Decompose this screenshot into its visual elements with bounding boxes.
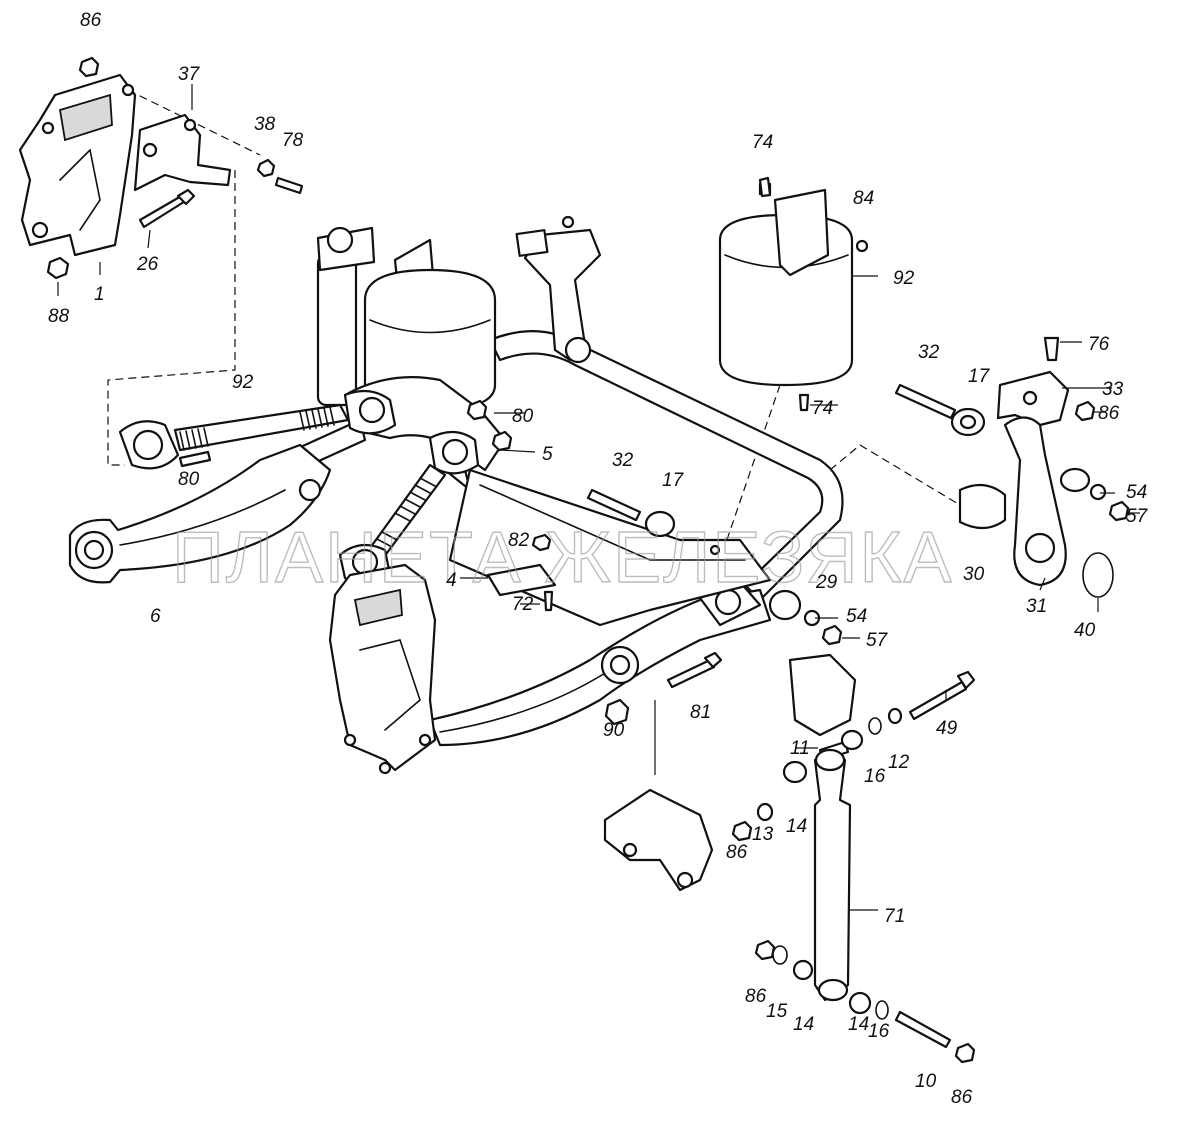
callout-label: 40 xyxy=(1074,620,1096,641)
callout-label: 37 xyxy=(178,64,201,85)
fasteners xyxy=(46,56,1130,1064)
callout-label: 29 xyxy=(815,572,838,593)
callout-label: 17 xyxy=(662,470,685,491)
callout-label: 81 xyxy=(690,702,711,723)
callout-label: 92 xyxy=(232,372,254,393)
callout-label: 90 xyxy=(603,720,625,741)
callout-label: 14 xyxy=(793,1014,814,1035)
callout-label: 31 xyxy=(1026,596,1047,617)
callout-label: 92 xyxy=(893,268,915,289)
frame-bracket-lower-left xyxy=(328,563,437,775)
callout-label: 30 xyxy=(963,564,985,585)
callout-label: 76 xyxy=(1088,334,1110,355)
callout-label: 17 xyxy=(968,366,991,387)
callout-label: 54 xyxy=(846,606,867,627)
callout-label: 49 xyxy=(936,718,958,739)
callout-label: 74 xyxy=(752,132,773,153)
callout-label: 32 xyxy=(612,450,634,471)
callout-labels: 8637387826881748492928080576321733867432… xyxy=(48,10,1149,1108)
callout-label: 86 xyxy=(80,10,102,31)
callout-label: 13 xyxy=(752,824,774,845)
callout-label: 38 xyxy=(254,114,276,135)
callout-label: 15 xyxy=(766,1001,788,1022)
callout-label: 72 xyxy=(512,594,534,615)
frame-bracket-upper-left xyxy=(18,58,137,257)
callout-label: 12 xyxy=(888,752,910,773)
callout-label: 11 xyxy=(790,738,810,759)
callout-label: 86 xyxy=(745,986,767,1007)
callout-label: 16 xyxy=(864,766,886,787)
callout-label: 74 xyxy=(812,398,833,419)
callout-label: 71 xyxy=(884,906,905,927)
callout-label: 80 xyxy=(512,406,534,427)
bracket-37 xyxy=(133,113,232,192)
callout-label: 33 xyxy=(1102,379,1124,400)
reaction-rod-upper-left xyxy=(118,389,397,470)
reaction-rod-upper-right xyxy=(338,430,480,585)
callout-label: 14 xyxy=(786,816,807,837)
dashed-reference-lines xyxy=(107,89,961,561)
callout-label: 80 xyxy=(178,469,200,490)
callout-label: 88 xyxy=(48,306,70,327)
callout-label: 14 xyxy=(848,1014,869,1035)
callout-label: 82 xyxy=(508,530,530,551)
callout-label: 32 xyxy=(918,342,940,363)
watermark-text: ПЛАНЕТА ЖЕЛЕЗЯКА xyxy=(172,518,954,598)
callout-label: 57 xyxy=(866,630,889,651)
air-spring-right xyxy=(718,182,869,387)
trailing-arm-left xyxy=(68,443,332,584)
callout-label: 10 xyxy=(915,1071,937,1092)
callout-label: 5 xyxy=(542,444,553,465)
callout-label: 78 xyxy=(282,130,304,151)
callout-label: 86 xyxy=(726,842,748,863)
callout-label: 54 xyxy=(1126,482,1147,503)
callout-label: 26 xyxy=(136,254,159,275)
callout-label: 86 xyxy=(1098,403,1120,424)
callout-label: 57 xyxy=(1126,506,1149,527)
callout-label: 16 xyxy=(868,1021,890,1042)
callout-label: 84 xyxy=(853,188,874,209)
leader-lines xyxy=(57,84,1140,911)
callout-label: 86 xyxy=(951,1087,973,1108)
callout-label: 1 xyxy=(94,284,105,305)
callout-label: 6 xyxy=(150,606,161,627)
callout-label: 4 xyxy=(446,570,457,591)
